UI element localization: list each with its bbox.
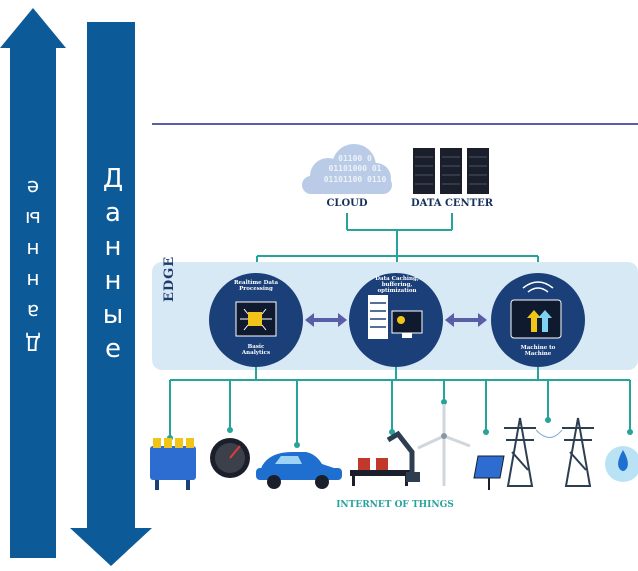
solar-panel-icon [473, 455, 505, 490]
data-center-icon [413, 148, 489, 194]
down-arrow [70, 22, 152, 566]
iot-label: INTERNET OF THINGS [336, 500, 454, 510]
binary-line: 01100 0 [338, 154, 372, 163]
down-letter: н [104, 266, 122, 296]
node3-bottom-label: Machine to Machine [520, 345, 556, 358]
node1-bottom-label: Basic Analytics [241, 344, 271, 357]
binary-line: 01101100 0110 [323, 174, 387, 184]
up-arrow-text: Д а н н ы е [21, 176, 45, 355]
up-arrow [0, 8, 66, 558]
up-letter: Д [25, 331, 41, 355]
edge-label: EDGE [162, 255, 177, 302]
power-tower-icon-1 [504, 417, 536, 487]
water-drop-icon [605, 446, 638, 482]
gauge-icon [210, 438, 250, 478]
engine-icon [150, 438, 196, 490]
down-letter: ы [102, 300, 124, 330]
cloud-binary: 01100 0 01101000 01 01101100 0110 [310, 154, 400, 185]
connector-dots [167, 399, 633, 448]
binary-line: 01101000 01 [328, 164, 382, 174]
down-letter: н [104, 232, 122, 262]
cloud-label: CLOUD [326, 198, 368, 209]
up-letter: ы [25, 207, 41, 231]
bottom-connectors [169, 367, 631, 445]
bidirectional-arrow-right [445, 313, 487, 327]
up-letter: н [26, 269, 40, 293]
power-line [535, 429, 563, 438]
server-monitor-icon [368, 295, 423, 339]
up-letter: а [26, 300, 40, 324]
power-tower-icon-2 [562, 417, 594, 487]
bidirectional-arrow-left [305, 313, 347, 327]
data-center-label: DATA CENTER [410, 198, 494, 209]
node1-top-label: Realtime Data Processing [233, 280, 279, 293]
chip-icon [235, 301, 277, 337]
down-letter: Д [102, 164, 124, 194]
up-letter: н [26, 238, 40, 262]
down-arrow-text: Д а н н ы е [98, 166, 128, 362]
factory-robot-icon [350, 430, 420, 486]
cloud-icon [302, 144, 392, 194]
machine-tablet-icon [510, 281, 562, 339]
node2-top-label: Data Caching, buffering, optimization [375, 276, 419, 295]
wind-turbine-icon [417, 404, 471, 486]
up-letter: е [26, 176, 40, 200]
down-letter: а [105, 198, 121, 228]
down-letter: е [105, 334, 121, 364]
car-icon [256, 452, 342, 489]
